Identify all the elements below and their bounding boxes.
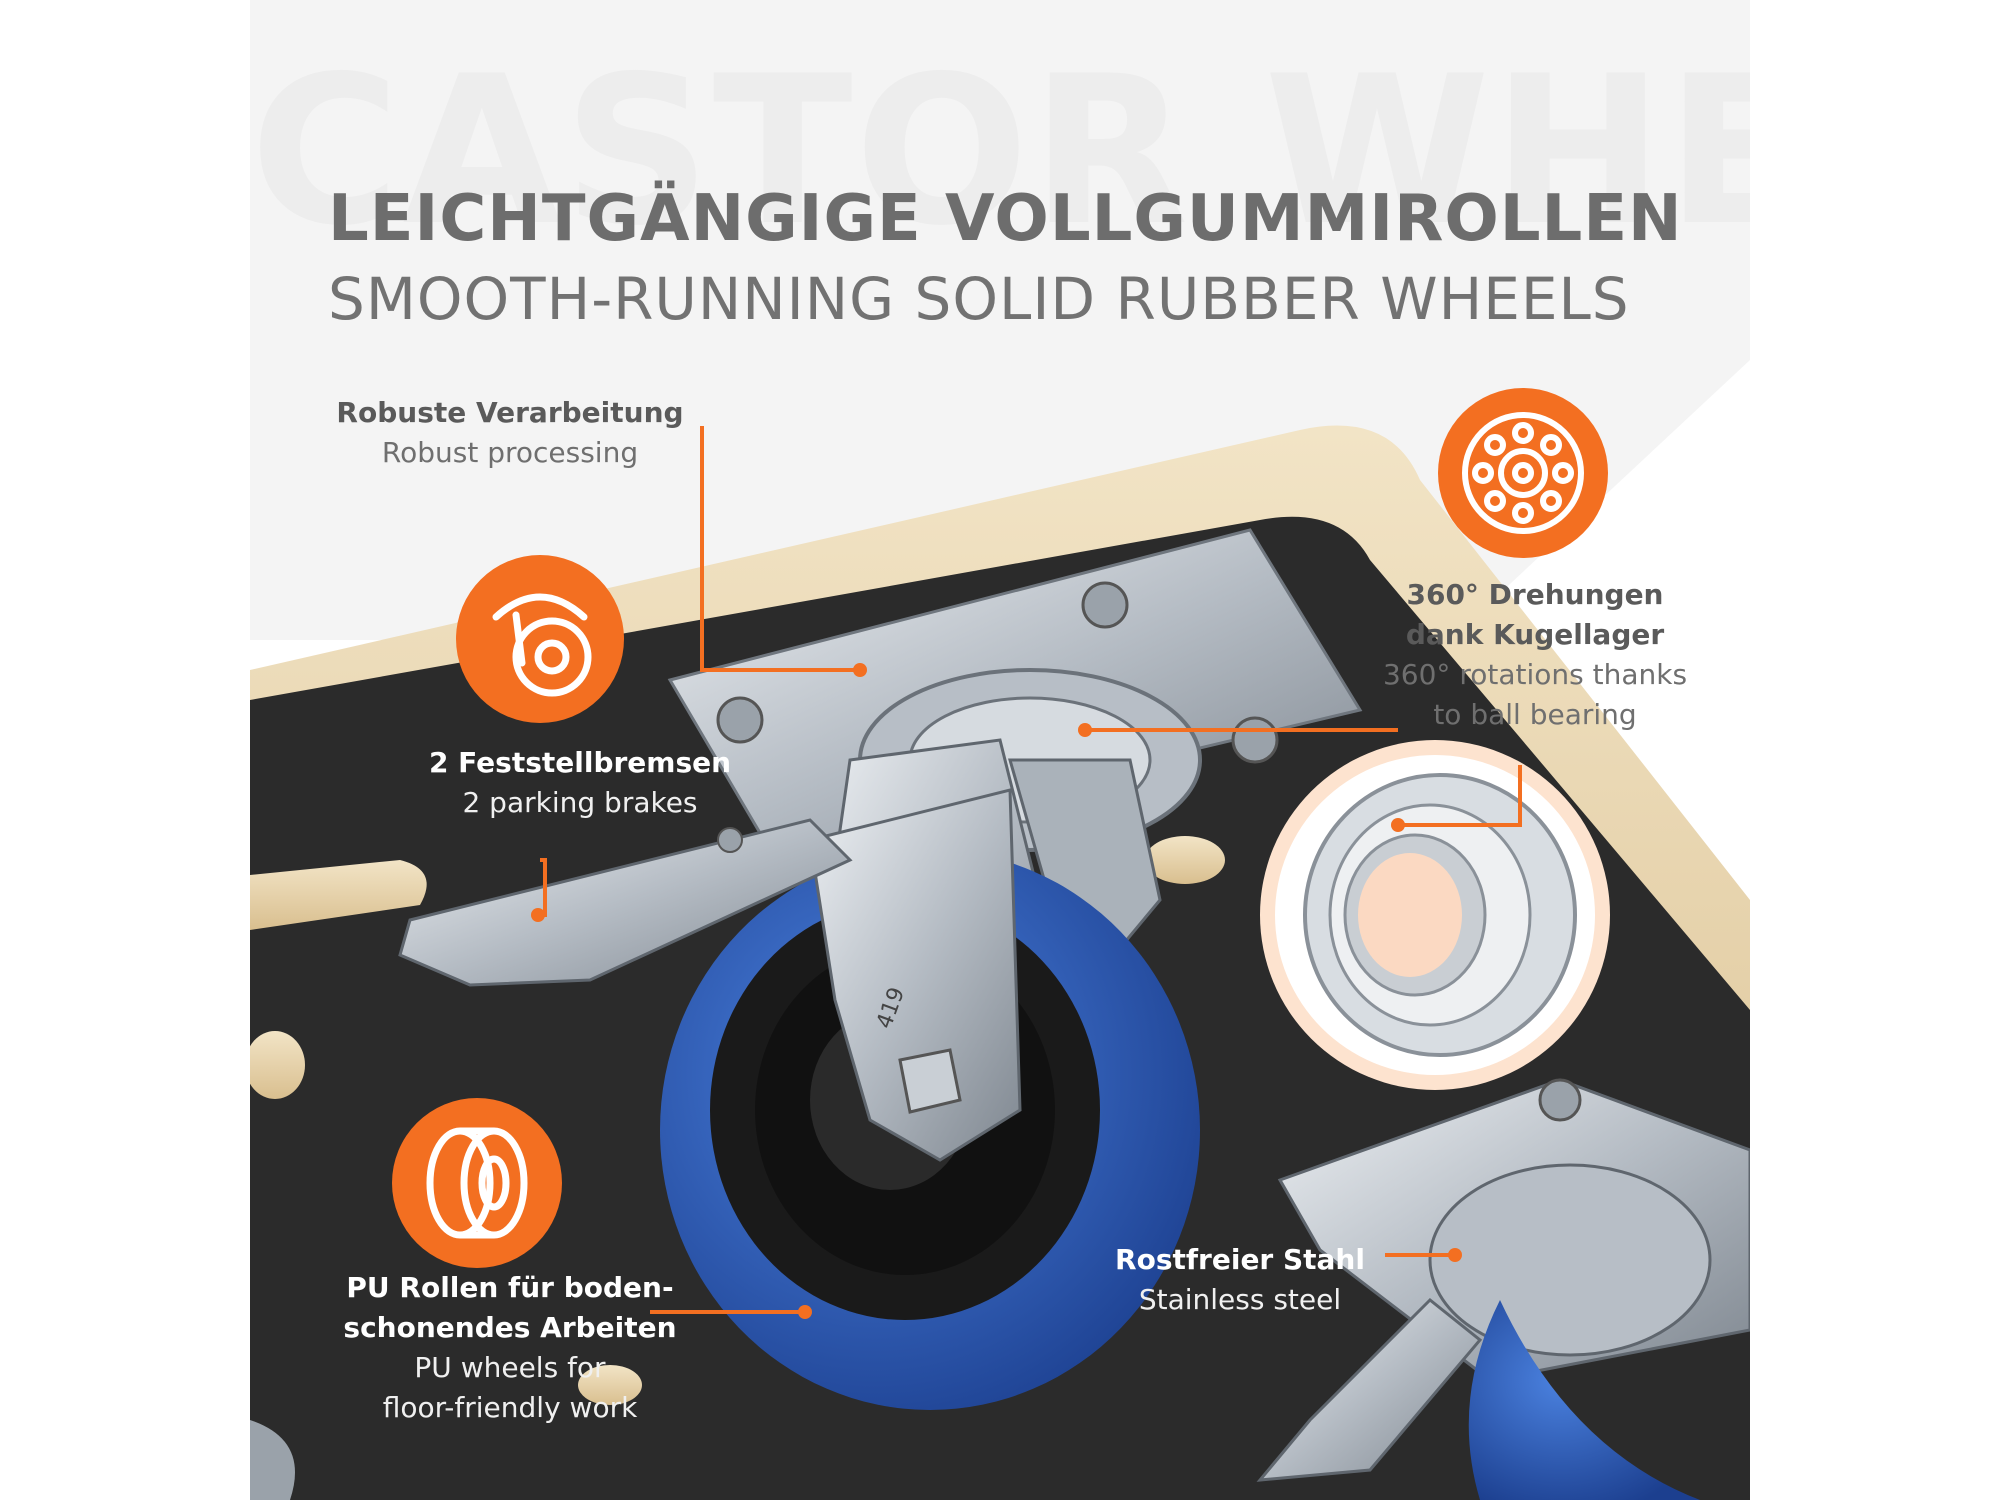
callout-ball-bearing-en-2: to ball bearing: [1433, 698, 1637, 731]
callout-robust-processing-en: Robust processing: [381, 436, 639, 469]
watermark-text: CASTOR WHEEL: [250, 33, 1750, 271]
callout-stainless-steel-en: Stainless steel: [1138, 1283, 1342, 1316]
callout-ball-bearing-de-1: 360° Drehungen: [1406, 578, 1664, 611]
second-castor: [1256, 1078, 1750, 1500]
callout-pu-wheels-en-1: PU wheels for: [414, 1351, 606, 1384]
callout-pu-wheels-de-2: schonendes Arbeiten: [343, 1311, 677, 1344]
ball-bearing-inset: [1260, 740, 1610, 1090]
leader-lines: [531, 426, 1522, 1319]
callout-ball-bearing: 360° Drehungen dank Kugellager 360° rota…: [1325, 575, 1745, 735]
dolly-illustration: 419: [250, 425, 1750, 1500]
callout-parking-brakes-de: 2 Feststellbremsen: [428, 746, 732, 779]
tire-icon: [392, 1098, 562, 1268]
callout-robust-processing-de: Robuste Verarbeitung: [336, 396, 684, 429]
ball-bearing-icon: [1438, 388, 1608, 558]
callout-pu-wheels-de-1: PU Rollen für boden-: [346, 1271, 674, 1304]
callout-ball-bearing-de-2: dank Kugellager: [1405, 618, 1665, 651]
castor-wheel-icon: [456, 555, 624, 723]
callout-ball-bearing-en-1: 360° rotations thanks: [1382, 658, 1688, 691]
callout-pu-wheels: PU Rollen für boden- schonendes Arbeiten…: [310, 1268, 710, 1428]
headline-de: LEICHTGÄNGIGE VOLLGUMMIROLLEN: [328, 182, 1683, 256]
callout-stainless-steel-de: Rostfreier Stahl: [1115, 1243, 1365, 1276]
callout-pu-wheels-en-2: floor-friendly work: [382, 1391, 638, 1424]
callout-robust-processing: Robuste Verarbeitung Robust processing: [310, 393, 710, 473]
callout-parking-brakes-en: 2 parking brakes: [462, 786, 698, 819]
axle-bolt: [898, 1048, 962, 1114]
callout-stainless-steel: Rostfreier Stahl Stainless steel: [1100, 1240, 1380, 1320]
product-image: CASTOR WHEEL LEICHTGÄNGIGE VOLLGUMMIROLL…: [250, 0, 1750, 1500]
headline-en: SMOOTH-RUNNING SOLID RUBBER WHEELS: [328, 265, 1630, 333]
callout-parking-brakes: 2 Feststellbremsen 2 parking brakes: [370, 743, 790, 823]
brake-lever: [398, 818, 853, 987]
